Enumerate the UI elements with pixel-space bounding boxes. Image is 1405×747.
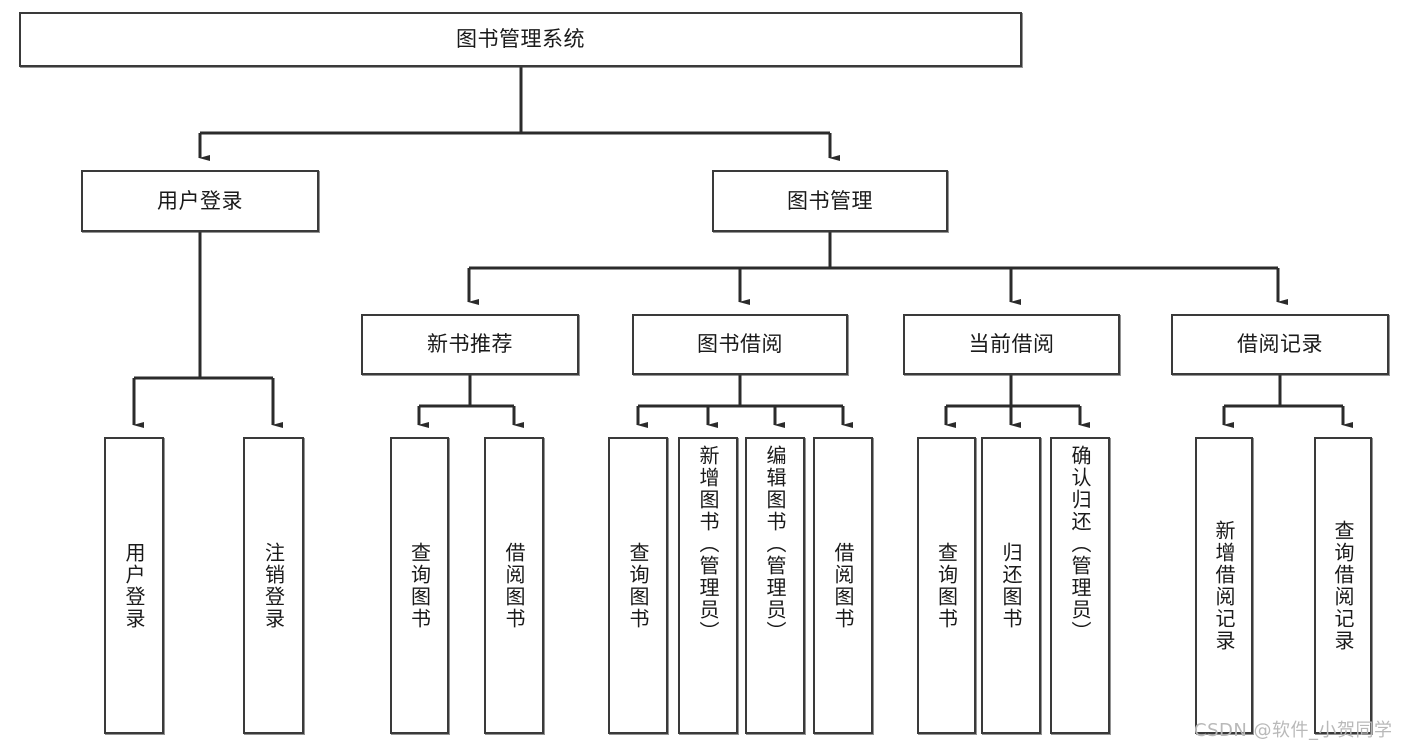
level2-node-1[interactable]: 图书管理 xyxy=(712,170,948,232)
leaf-node-2[interactable]: 查询图书 xyxy=(390,437,449,734)
node-label: 归还图书 xyxy=(999,541,1023,630)
node-label: 当前借阅 xyxy=(968,332,1055,357)
level3-node-0[interactable]: 新书推荐 xyxy=(361,314,579,375)
leaf-node-4[interactable]: 查询图书 xyxy=(608,437,668,734)
node-label: 新增借阅记录 xyxy=(1212,519,1236,652)
node-label: 确认归还（管理员） xyxy=(1068,445,1092,643)
leaf-node-1[interactable]: 注销登录 xyxy=(243,437,304,734)
node-label: 图书管理系统 xyxy=(456,27,585,52)
node-label: 查询借阅记录 xyxy=(1331,519,1355,652)
leaf-node-10[interactable]: 确认归还（管理员） xyxy=(1050,437,1110,734)
node-label: 用户登录 xyxy=(122,541,146,630)
leaf-node-7[interactable]: 借阅图书 xyxy=(813,437,873,734)
leaf-node-8[interactable]: 查询图书 xyxy=(917,437,976,734)
node-label: 图书管理 xyxy=(787,188,873,213)
level2-node-0[interactable]: 用户登录 xyxy=(81,170,319,232)
leaf-node-9[interactable]: 归还图书 xyxy=(981,437,1041,734)
node-label: 查询图书 xyxy=(934,541,959,630)
node-label: 图书借阅 xyxy=(697,332,783,357)
leaf-node-12[interactable]: 查询借阅记录 xyxy=(1314,437,1372,734)
node-label: 借阅图书 xyxy=(831,541,855,630)
node-label: 借阅图书 xyxy=(502,541,526,630)
node-label: 新书推荐 xyxy=(427,332,513,357)
leaf-node-3[interactable]: 借阅图书 xyxy=(484,437,544,734)
node-label: 编辑图书（管理员） xyxy=(763,445,787,643)
node-label: 借阅记录 xyxy=(1237,332,1323,357)
level3-node-1[interactable]: 图书借阅 xyxy=(632,314,848,375)
node-label: 查询图书 xyxy=(407,541,432,630)
node-label: 注销登录 xyxy=(261,541,286,630)
leaf-node-5[interactable]: 新增图书（管理员） xyxy=(678,437,738,734)
level3-node-2[interactable]: 当前借阅 xyxy=(903,314,1120,375)
node-label: 用户登录 xyxy=(157,188,243,213)
csdn-watermark: CSDN @软件_小贺同学 xyxy=(1194,720,1393,741)
node-label: 新增图书（管理员） xyxy=(696,445,720,643)
level3-node-3[interactable]: 借阅记录 xyxy=(1171,314,1389,375)
leaf-node-0[interactable]: 用户登录 xyxy=(104,437,164,734)
root-node-0[interactable]: 图书管理系统 xyxy=(19,12,1022,67)
leaf-node-6[interactable]: 编辑图书（管理员） xyxy=(745,437,805,734)
leaf-node-11[interactable]: 新增借阅记录 xyxy=(1195,437,1253,734)
node-label: 查询图书 xyxy=(626,541,650,630)
